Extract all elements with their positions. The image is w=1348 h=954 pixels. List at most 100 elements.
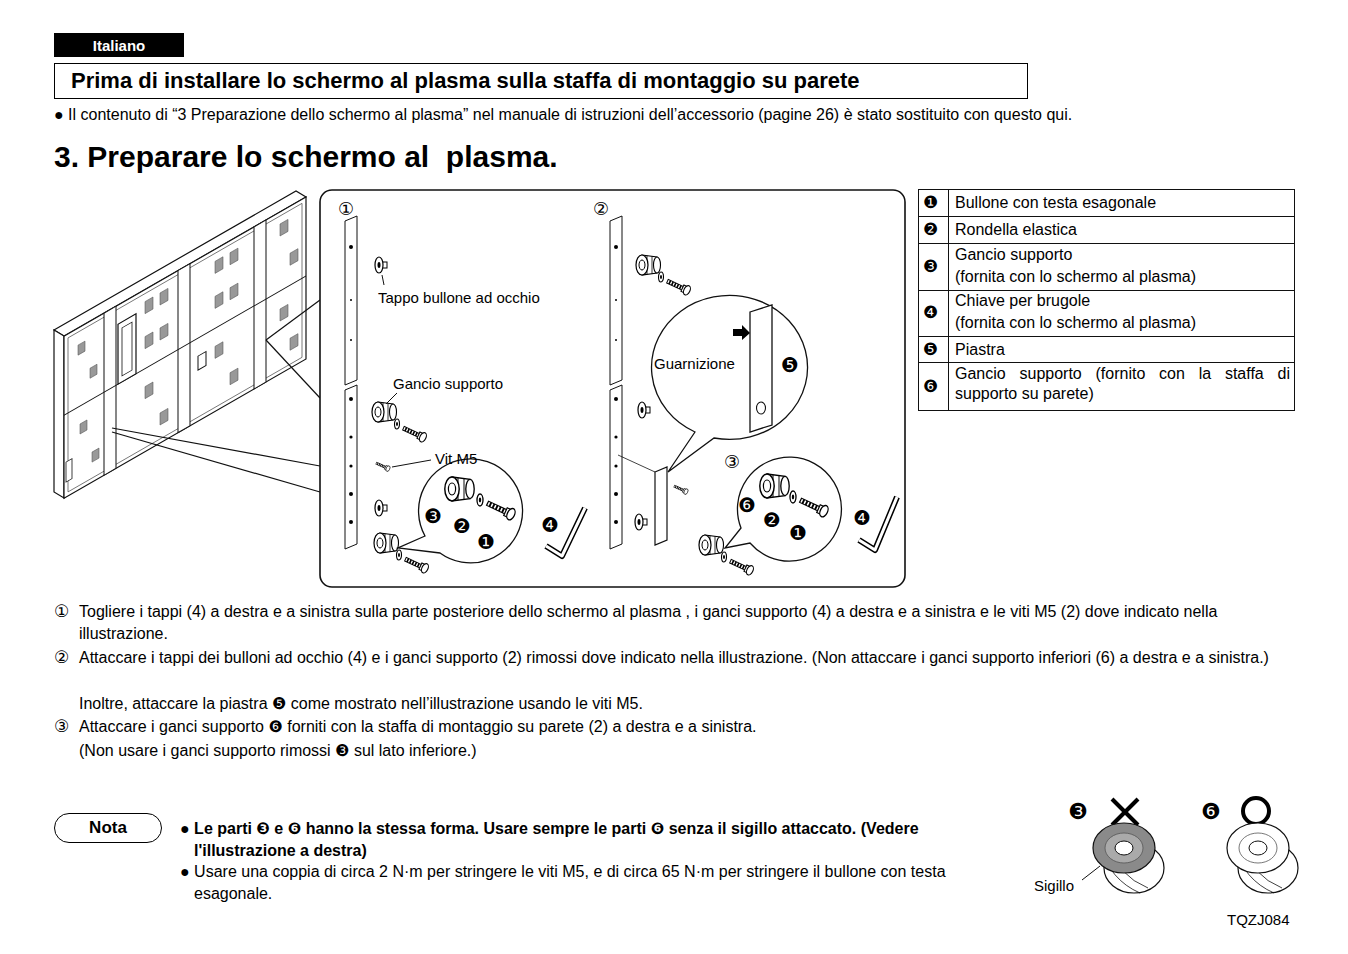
step2-drawing [659, 272, 664, 282]
step2-drawing [636, 255, 661, 275]
step1-drawing [484, 498, 516, 522]
step-text: Inoltre, attaccare la piastra ❺ come mos… [79, 693, 643, 715]
note-text: ● Usare una coppia di circa 2 N·m per st… [180, 861, 1004, 905]
step2-drawing [615, 299, 617, 301]
part-label: Vit M5 [435, 449, 477, 469]
callout-number: ❻ [738, 492, 756, 518]
step2-drawing [750, 305, 772, 432]
table-cell: Gancio supporto (fornito con la staffa d… [955, 364, 1290, 404]
plasma-screen [66, 459, 72, 482]
plasma-screen [78, 214, 298, 473]
step2-drawing [673, 483, 689, 495]
seal-comparison [1082, 798, 1298, 893]
plasma-screen [64, 276, 306, 415]
plasma-screen [122, 322, 132, 376]
step1-drawing [345, 385, 357, 549]
step1-drawing [349, 492, 353, 496]
step2-drawing [728, 556, 755, 576]
plasma-screen [68, 203, 302, 492]
step1-drawing [392, 460, 431, 467]
part-label: Guarnizione [654, 354, 735, 374]
seal-comparison [1227, 823, 1289, 873]
plasma-screen [112, 428, 320, 466]
plasma-screen [80, 420, 87, 434]
callout-number: ❸ [424, 503, 442, 529]
step1-drawing [445, 477, 474, 501]
document-code: TQZJ084 [1227, 910, 1290, 930]
step1-drawing [350, 339, 352, 341]
plasma-screen [160, 288, 168, 305]
step1-drawing [477, 494, 483, 506]
plasma-screen [280, 219, 288, 236]
step1-drawing [395, 419, 400, 429]
seal-comparison [1249, 841, 1267, 855]
step2-drawing [610, 385, 622, 549]
parts-table-grid [919, 336, 1295, 337]
step1-drawing [372, 402, 397, 422]
part-label: Sigillo [1034, 876, 1074, 896]
callout-number: ❺ [781, 352, 799, 378]
step2-drawing [614, 520, 618, 524]
plasma-screen [78, 341, 85, 355]
table-cell: Piastra [955, 340, 1005, 361]
parts-table-grid [948, 190, 949, 411]
plasma-screen [54, 330, 64, 498]
plasma-screen [290, 249, 298, 266]
intro-note: ● Il contenuto di “3 Preparazione dello … [54, 105, 1072, 126]
box-text: Nota [89, 818, 127, 838]
plasma-screen [90, 364, 97, 378]
callout-number: ❶ [789, 520, 807, 546]
plasma-screen [215, 257, 223, 274]
table-cell: (fornita con lo schermo al plasma) [955, 313, 1196, 334]
parts-table-grid [919, 216, 1295, 217]
callout-number: ❸ [923, 256, 938, 278]
parts-table-grid [919, 243, 1295, 244]
plasma-screen [92, 448, 99, 462]
step1-drawing [350, 299, 352, 301]
plasma-screen [230, 248, 238, 265]
plasma-screen [215, 292, 223, 309]
step2-drawing [614, 492, 618, 496]
plasma-screen [230, 283, 238, 300]
table-cell: Bullone con testa esagonale [955, 193, 1156, 214]
step-text: Togliere i tappi (4) a destra e a sinist… [79, 601, 1294, 645]
page-heading: 3. Preparare lo schermo al plasma. [54, 137, 558, 176]
note-tag: Nota [54, 813, 162, 843]
step2-drawing [614, 245, 618, 249]
step1-drawing [345, 216, 357, 385]
callout-number: ❹ [853, 505, 871, 531]
seal-comparison [1112, 799, 1138, 825]
step-number: ② [593, 198, 609, 221]
step2-drawing [614, 435, 617, 438]
step1-drawing [382, 275, 384, 285]
step1-drawing [349, 520, 353, 524]
callout-number: ❻ [1201, 798, 1221, 827]
step2-drawing [614, 464, 617, 467]
step1-drawing [398, 459, 523, 563]
step2-drawing [757, 402, 766, 414]
plasma-screen [290, 334, 298, 351]
step1-drawing [375, 257, 387, 273]
section-title-box: Prima di installare lo schermo al plasma… [54, 63, 1028, 99]
plasma-screen [160, 408, 168, 425]
step2-drawing [635, 514, 647, 530]
seal-comparison [1093, 823, 1155, 873]
table-cell: Chiave per brugole [955, 291, 1090, 312]
plasma-screen [118, 314, 136, 384]
language-tab: Italiano [54, 33, 184, 57]
plasma-screen [230, 368, 238, 385]
step2-drawing [614, 397, 618, 401]
step-number: ① [54, 601, 69, 623]
callout-number: ❹ [923, 302, 938, 324]
step1-drawing [375, 460, 391, 472]
callout-number: ❹ [541, 512, 559, 538]
table-cell: (fornita con lo schermo al plasma) [955, 267, 1196, 288]
callout-number: ❷ [453, 513, 471, 539]
step2-drawing [610, 216, 622, 385]
step-number: ① [338, 198, 354, 221]
part-label: Tappo bullone ad occhio [378, 288, 540, 308]
step2-drawing [725, 457, 841, 561]
step2-drawing [797, 495, 829, 519]
step-number: ③ [724, 451, 740, 474]
step1-drawing [386, 393, 397, 404]
